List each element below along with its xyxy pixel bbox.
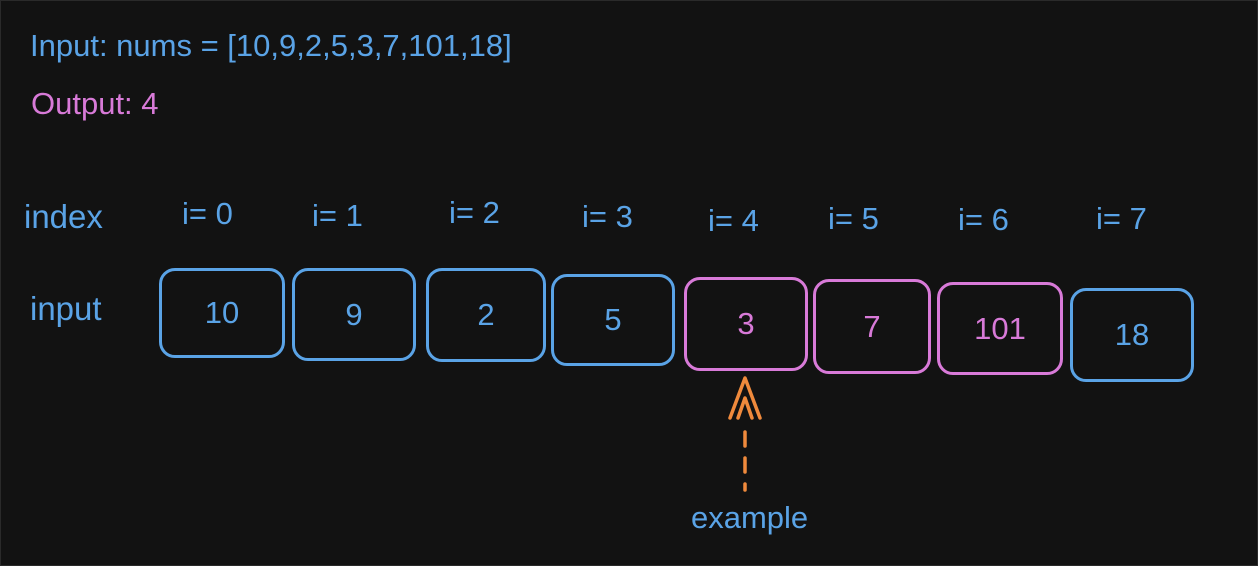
array-cell: 18 — [1070, 288, 1194, 382]
index-label: i= 3 — [582, 199, 633, 234]
index-label: i= 4 — [708, 203, 759, 238]
index-label: i= 6 — [958, 202, 1009, 237]
array-cell: 10 — [159, 268, 285, 358]
index-label: i= 2 — [449, 195, 500, 230]
example-label: example — [691, 500, 809, 535]
array-cell: 9 — [292, 268, 416, 361]
index-label: i= 7 — [1096, 201, 1147, 236]
array-cell: 101 — [937, 282, 1063, 375]
index-row-label: index — [24, 198, 103, 235]
input-line: Input: nums = [10,9,2,5,3,7,101,18] — [30, 28, 512, 63]
arrow-head-icon — [728, 376, 762, 420]
array-cell: 3 — [684, 277, 808, 371]
input-row-label: input — [30, 290, 102, 327]
index-label: i= 1 — [312, 198, 363, 233]
output-line: Output: 4 — [31, 86, 159, 121]
array-cell: 7 — [813, 279, 931, 374]
array-cell: 5 — [551, 274, 675, 366]
index-label: i= 0 — [182, 196, 233, 231]
index-label: i= 5 — [828, 201, 879, 236]
array-cell: 2 — [426, 268, 546, 362]
